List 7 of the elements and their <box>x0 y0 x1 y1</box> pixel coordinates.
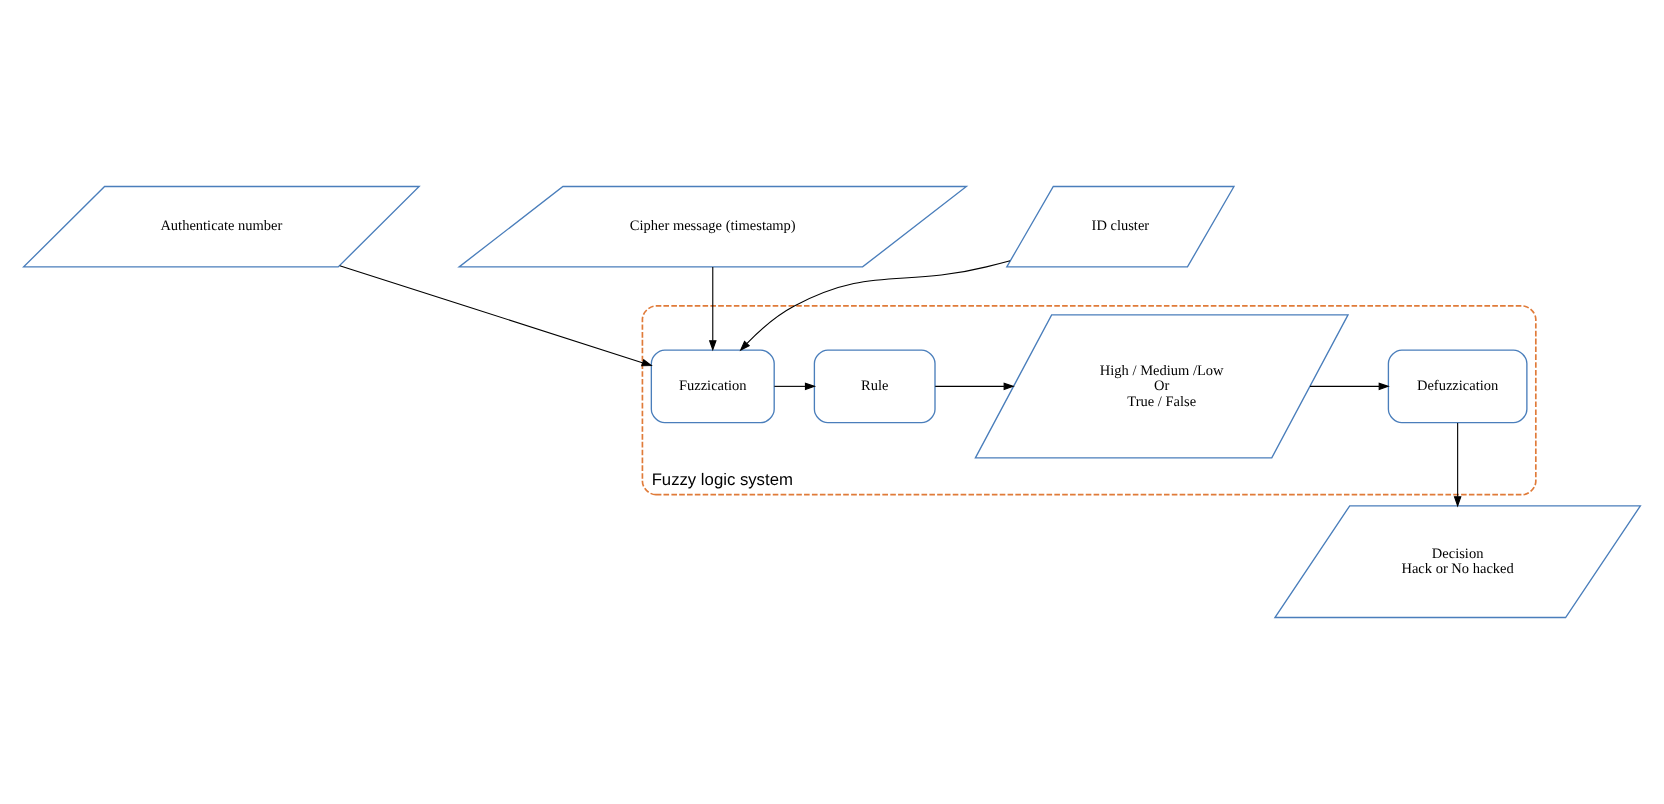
arrow <box>934 382 1015 391</box>
arrow <box>708 266 717 352</box>
arrow <box>739 260 1011 352</box>
arrow <box>339 265 653 367</box>
arrow <box>1453 422 1462 508</box>
arrow <box>1309 382 1390 391</box>
arrow <box>773 382 817 391</box>
